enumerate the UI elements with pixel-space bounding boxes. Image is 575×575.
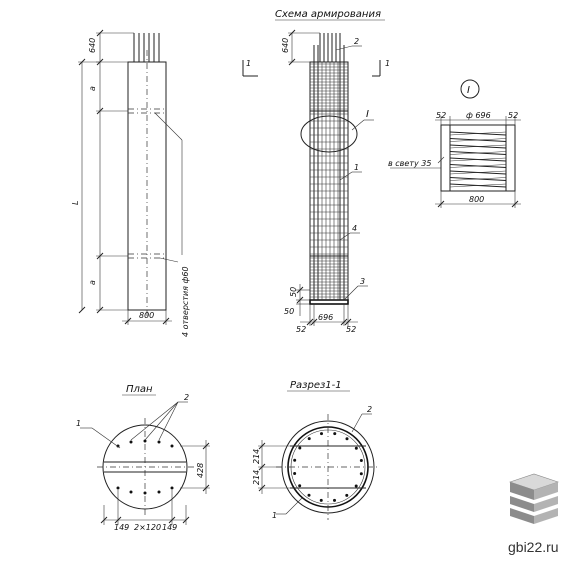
detail-dim-52-left: 52 bbox=[436, 111, 446, 120]
reinforcement-cage bbox=[242, 29, 381, 326]
section-rebar-dot bbox=[307, 493, 311, 497]
section-mark-left: 1 bbox=[246, 59, 251, 68]
detail-spiral-bars bbox=[449, 131, 507, 188]
section-rebar-dot bbox=[293, 458, 297, 462]
section-rebar-dot bbox=[359, 472, 363, 476]
left-dim-a-bottom: a bbox=[88, 280, 97, 285]
detail-spiral-turn bbox=[449, 164, 507, 168]
section-rebar-dot bbox=[293, 472, 297, 476]
section-rebar-dot bbox=[298, 484, 302, 488]
callout-4: 4 bbox=[352, 224, 357, 233]
spiral-reinforcement bbox=[310, 63, 348, 301]
section-callout-1: 1 bbox=[272, 511, 277, 520]
left-dim-L: L bbox=[71, 201, 80, 205]
plan-callout-2: 2 bbox=[184, 393, 189, 402]
detail-I-marker bbox=[300, 115, 358, 153]
section-title: Разрез1-1 bbox=[290, 380, 342, 391]
detail-clear-note: в свету 35 bbox=[388, 159, 431, 168]
section-rebar-dot bbox=[307, 437, 311, 441]
detail-dim-800: 800 bbox=[469, 195, 484, 204]
watermark-text: gbi22.ru bbox=[508, 539, 559, 555]
plan-dim-2x120: 2×120 bbox=[134, 523, 161, 532]
gbi22-logo bbox=[509, 473, 559, 524]
section-rebar-dot bbox=[333, 432, 337, 436]
left-dim-a-top: a bbox=[88, 86, 97, 91]
plan-callout-1: 1 bbox=[76, 419, 81, 428]
left-dim-640: 640 bbox=[88, 38, 97, 53]
callout-2: 2 bbox=[354, 37, 359, 46]
section-rebar-dot bbox=[354, 446, 358, 450]
left-elevation bbox=[78, 29, 183, 325]
detail-spiral-turn bbox=[449, 144, 507, 149]
detail-spiral-turn bbox=[449, 183, 507, 188]
mid-dim-696: 696 bbox=[318, 313, 333, 322]
plan-rebar-dots bbox=[116, 439, 174, 495]
section-rebar-dot bbox=[333, 498, 337, 502]
section-rebar-dot bbox=[359, 458, 363, 462]
section-rebar-dot bbox=[298, 446, 302, 450]
detail-spiral-turn bbox=[449, 177, 507, 181]
detail-I-label: I bbox=[467, 85, 470, 96]
mid-dim-50b: 50 bbox=[284, 307, 294, 316]
section-rebar-dot bbox=[354, 484, 358, 488]
detail-dim-696: ф 696 bbox=[466, 111, 491, 120]
detail-spiral-turn bbox=[449, 170, 507, 175]
plan-view bbox=[80, 401, 210, 525]
callout-I: I bbox=[366, 109, 369, 120]
section-rebar-dot bbox=[319, 432, 323, 436]
scheme-title: Схема армирования bbox=[275, 9, 381, 20]
mid-dim-640: 640 bbox=[281, 38, 290, 53]
section-dim-214-top: 214 bbox=[252, 449, 261, 464]
mid-dim-50a: 50 bbox=[289, 287, 298, 297]
section-callout-2: 2 bbox=[367, 405, 372, 414]
callout-1: 1 bbox=[354, 163, 359, 172]
mid-dim-52-right: 52 bbox=[346, 325, 356, 334]
plan-dim-149-right: 149 bbox=[162, 523, 177, 532]
section-rebar-dot bbox=[345, 437, 349, 441]
section-mark-right: 1 bbox=[385, 59, 390, 68]
section-rebar-dot bbox=[345, 493, 349, 497]
left-dim-width: 800 bbox=[139, 311, 154, 320]
holes-note: 4 отверстия ф60 bbox=[181, 266, 190, 337]
section-rebar-dots bbox=[293, 432, 363, 502]
detail-I bbox=[390, 79, 521, 208]
section-rebar-dot bbox=[319, 498, 323, 502]
section-view bbox=[258, 413, 380, 520]
plan-dim-149-left: 149 bbox=[114, 523, 129, 532]
top-rebar-outlets bbox=[133, 33, 160, 62]
detail-spiral-turn bbox=[449, 131, 507, 136]
plan-dim-428: 428 bbox=[196, 463, 205, 478]
detail-spiral-turn bbox=[449, 138, 507, 142]
detail-spiral-turn bbox=[449, 151, 507, 155]
callout-3: 3 bbox=[360, 277, 365, 286]
section-dim-214-bottom: 214 bbox=[252, 470, 261, 485]
plan-title: План bbox=[126, 384, 153, 395]
detail-dim-52-right: 52 bbox=[508, 111, 518, 120]
mid-dim-52-left: 52 bbox=[296, 325, 306, 334]
detail-spiral-turn bbox=[449, 157, 507, 162]
